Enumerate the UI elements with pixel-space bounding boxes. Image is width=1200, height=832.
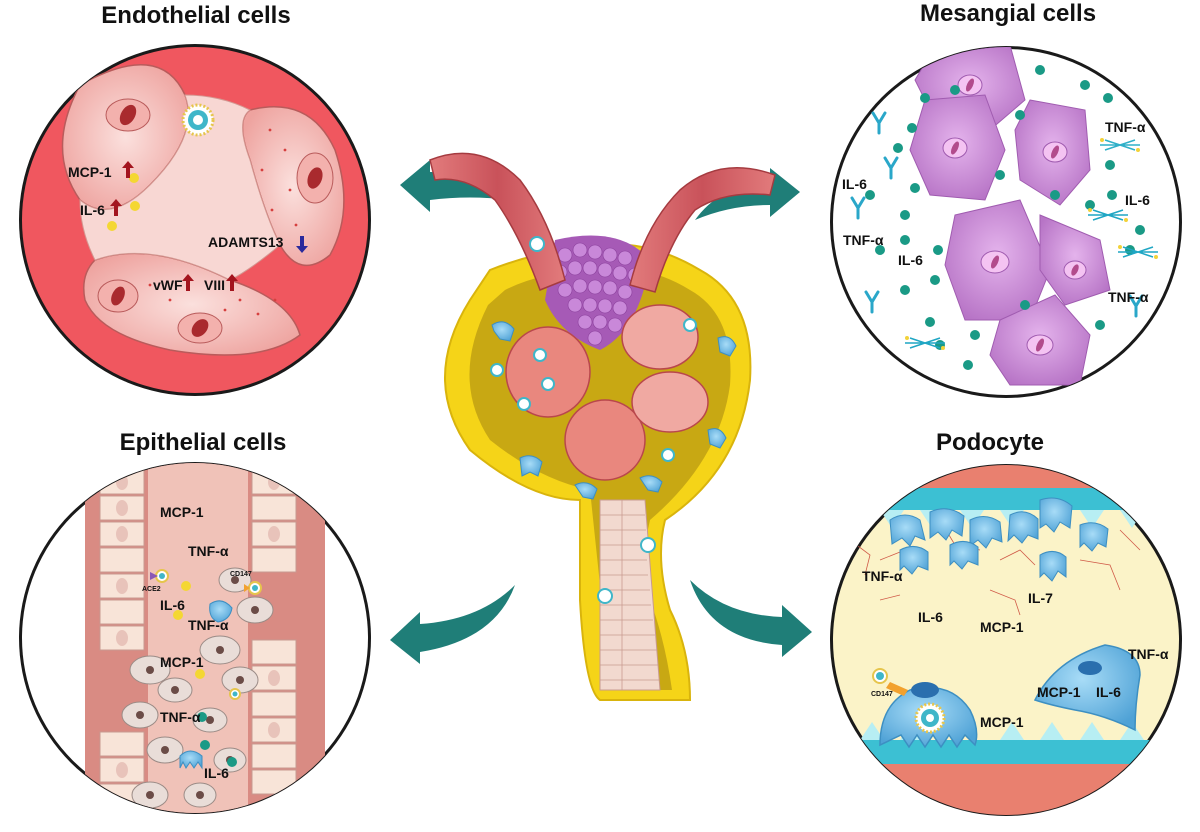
panel-title-podocyte: Podocyte <box>936 429 1044 456</box>
virus-particle <box>872 668 946 734</box>
label-tnf-a: TNF-α <box>843 232 884 248</box>
label-viii: VIII <box>204 277 225 293</box>
cd147-receptor <box>886 682 908 696</box>
label-cd147: CD147 <box>230 571 252 578</box>
label-tnf-a: TNF-α <box>1108 289 1149 305</box>
arrow-to-podocyte <box>690 580 812 657</box>
tnf-trimer-icon <box>905 139 1158 349</box>
efferent-arteriole <box>629 166 776 293</box>
arrow-to-epithelial <box>390 585 515 664</box>
label-tnf-a: TNF-α <box>862 568 903 584</box>
label-cd147: CD147 <box>871 691 893 698</box>
mesangial-cell <box>1039 214 1111 306</box>
label-mcp1: MCP-1 <box>68 164 112 180</box>
endothelial-panel: MCP-1 IL-6 ADAMTS13 vWF VIII <box>19 44 371 396</box>
afferent-arteriole <box>429 152 566 291</box>
label-mcp1: MCP-1 <box>1037 684 1081 700</box>
up-arrow-icon <box>226 274 238 291</box>
label-mcp1: MCP-1 <box>980 619 1024 635</box>
label-tnf-a: TNF-α <box>188 617 229 633</box>
up-arrow-icon <box>122 161 134 178</box>
podocyte-cell <box>1033 644 1141 732</box>
macrophage <box>209 600 233 623</box>
capillary-loop <box>621 304 699 370</box>
label-tnf-a: TNF-α <box>1105 119 1146 135</box>
podocyte-cells <box>491 321 737 500</box>
label-il6: IL-6 <box>898 252 923 268</box>
panel-title-endothelial: Endothelial cells <box>101 2 290 29</box>
label-tnf-a: TNF-α <box>160 709 201 725</box>
label-ace2: ACE2 <box>142 586 161 593</box>
up-arrow-icon <box>182 274 194 291</box>
arrow-to-endothelial <box>400 160 510 212</box>
basement-membrane <box>831 488 1181 510</box>
capillary-loop <box>631 371 709 433</box>
label-il6: IL-6 <box>1125 192 1150 208</box>
podocyte-cell <box>889 497 1109 582</box>
label-il7: IL-7 <box>1028 590 1053 606</box>
up-arrow-icon <box>110 199 122 216</box>
mesangial-panel: TNF-α IL-6 IL-6 TNF-α IL-6 TNF-α <box>830 46 1182 398</box>
virus-particle <box>181 103 215 137</box>
label-mcp1: MCP-1 <box>160 504 204 520</box>
panel-title-epithelial: Epithelial cells <box>120 429 287 456</box>
label-tnf-a: TNF-α <box>188 543 229 559</box>
label-il6: IL-6 <box>80 202 105 218</box>
antibody-icon <box>850 111 1144 318</box>
label-mcp1: MCP-1 <box>160 654 204 670</box>
immune-cell <box>179 750 203 770</box>
label-tnf-a: TNF-α <box>1128 646 1169 662</box>
glomerulus <box>429 152 776 701</box>
basement-membrane <box>831 740 1181 764</box>
podocyte-panel: TNF-α IL-7 IL-6 MCP-1 TNF-α CD147 MCP-1 … <box>830 464 1182 816</box>
cd147-receptor <box>244 584 250 592</box>
label-il6: IL-6 <box>918 609 943 625</box>
label-adamts13: ADAMTS13 <box>208 234 284 250</box>
label-mcp1: MCP-1 <box>980 714 1024 730</box>
label-il6: IL-6 <box>160 597 185 613</box>
label-il6: IL-6 <box>842 176 867 192</box>
panel-title-mesangial: Mesangial cells <box>920 0 1096 27</box>
label-il6: IL-6 <box>204 765 229 781</box>
epithelial-panel: MCP-1 TNF-α ACE2 CD147 IL-6 TNF-α MCP-1 … <box>19 462 371 814</box>
capillary-loop <box>505 326 591 418</box>
down-arrow-icon <box>296 236 308 253</box>
ace2-receptor <box>150 572 158 580</box>
label-vwf: vWF <box>153 277 183 293</box>
nucleus <box>119 104 137 126</box>
label-il6: IL-6 <box>1096 684 1121 700</box>
virus-particle <box>155 569 262 700</box>
capillary-loop <box>564 399 646 481</box>
